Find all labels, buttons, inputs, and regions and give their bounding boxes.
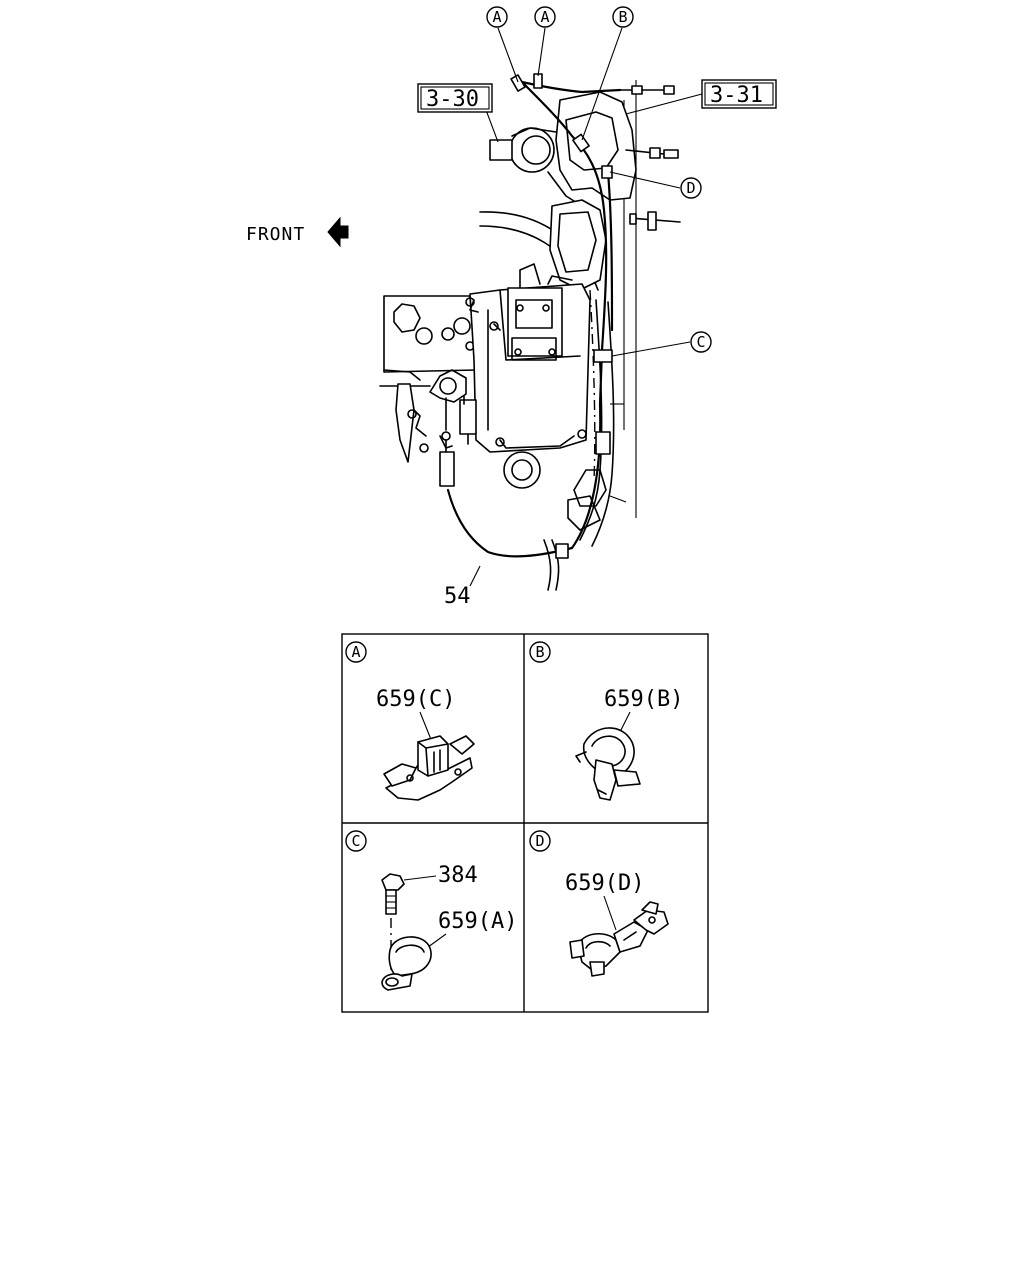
front-direction-indicator: FRONT [246, 216, 349, 248]
callout-a-first: A [486, 6, 508, 28]
part-number-54: 54 [444, 584, 471, 609]
engine-illustration [379, 80, 681, 591]
callout-letter: B [618, 8, 627, 26]
clip-659b-illustration [575, 727, 641, 801]
callout-a-second: A [534, 6, 556, 28]
callout-d: D [680, 177, 702, 199]
panel-letter: B [535, 643, 544, 661]
callout-letter: A [540, 8, 549, 26]
part-label-384: 384 [438, 863, 478, 888]
detail-panel-b: B 659(B) [529, 641, 683, 801]
front-label: FRONT [246, 224, 305, 245]
detail-panel-a: A 659(C) [345, 641, 475, 801]
part-label-659c: 659(C) [376, 687, 455, 712]
panel-letter: C [351, 832, 360, 850]
panel-letter: A [351, 643, 360, 661]
callout-b: B [612, 6, 634, 28]
front-arrow-icon [327, 216, 349, 248]
part-label-659a: 659(A) [438, 909, 517, 934]
reference-box-3-30: 3-30 [417, 83, 493, 113]
callout-letter: A [492, 8, 501, 26]
callout-letter: C [696, 333, 705, 351]
reference-label-right: 3-31 [710, 83, 763, 108]
leader-lines [469, 27, 703, 587]
part-label-659b: 659(B) [604, 687, 683, 712]
part-label-659d: 659(D) [565, 871, 644, 896]
callout-c: C [690, 331, 712, 353]
panel-letter: D [535, 832, 544, 850]
bolt-384-illustration [381, 873, 405, 970]
clamp-659a-illustration [381, 936, 432, 991]
reference-box-3-31: 3-31 [701, 79, 777, 109]
callout-letter: D [686, 179, 695, 197]
reference-label-left: 3-30 [426, 87, 479, 112]
detail-panel-d: D 659(D) [529, 830, 669, 977]
detail-panel-c: C 384 659(A) [345, 830, 517, 991]
clip-659d-illustration [569, 901, 669, 977]
detail-panels-grid [341, 633, 709, 1013]
clip-659c-illustration [383, 735, 475, 801]
